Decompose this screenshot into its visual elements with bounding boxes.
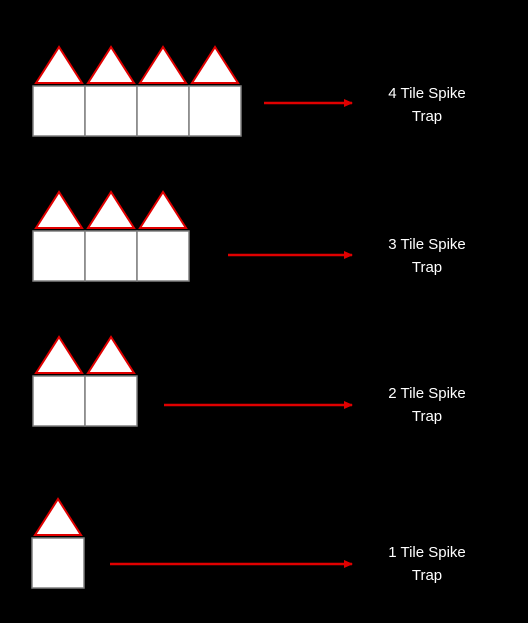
floor-tile	[136, 230, 190, 282]
trap-row-4	[32, 45, 353, 137]
spike-triangle	[138, 45, 188, 84]
spike-triangle	[34, 190, 84, 229]
trap-label-1: 1 Tile Spike Trap	[367, 541, 487, 587]
spike-triangle	[86, 45, 136, 84]
trap-row-3	[32, 190, 353, 282]
floor-tile	[84, 375, 138, 427]
spike-triangle	[190, 45, 240, 84]
trap-row-1	[31, 497, 353, 589]
trap-label-1-line1: 1 Tile Spike	[388, 544, 466, 561]
floor-tile	[32, 230, 86, 282]
floor-tile	[136, 85, 190, 137]
spike-triangle	[86, 335, 136, 374]
floor-tile	[32, 85, 86, 137]
floor-tile	[84, 85, 138, 137]
spike-triangle	[34, 335, 84, 374]
trap-row-2	[32, 335, 353, 427]
floor-tile	[84, 230, 138, 282]
trap-label-4-line1: 4 Tile Spike	[388, 85, 466, 102]
trap-label-4: 4 Tile Spike Trap	[367, 82, 487, 128]
trap-label-2-line2: Trap	[411, 408, 443, 425]
floor-tile	[32, 375, 86, 427]
spike-triangle	[34, 45, 84, 84]
spike-triangle	[33, 497, 83, 536]
trap-label-2: 2 Tile Spike Trap	[367, 382, 487, 428]
trap-label-2-line1: 2 Tile Spike	[388, 385, 466, 402]
trap-label-4-line2: Trap	[411, 108, 443, 125]
floor-tile	[188, 85, 242, 137]
trap-label-3-line2: Trap	[411, 259, 443, 276]
spike-triangle	[86, 190, 136, 229]
spike-triangle	[138, 190, 188, 229]
trap-label-3-line1: 3 Tile Spike	[388, 236, 466, 253]
trap-label-3: 3 Tile Spike Trap	[367, 233, 487, 279]
trap-label-1-line2: Trap	[411, 567, 443, 584]
floor-tile	[31, 537, 85, 589]
